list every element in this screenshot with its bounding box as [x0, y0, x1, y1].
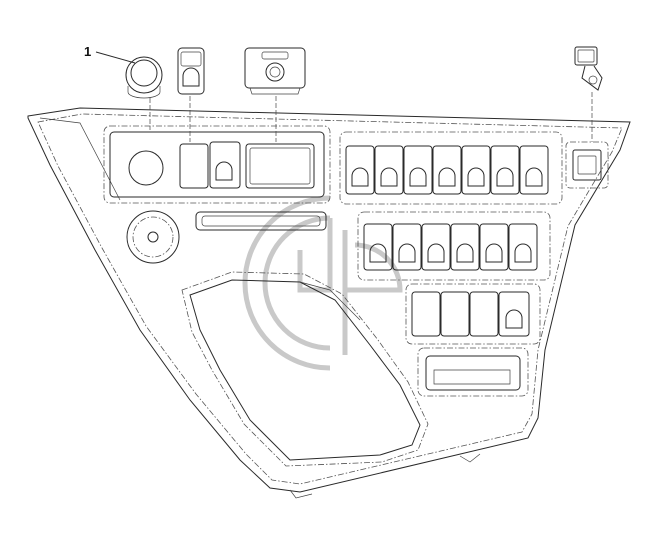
exploded-socket-module: [244, 47, 306, 142]
long-slot: [195, 211, 327, 231]
switch-block-row-2: [357, 211, 551, 281]
main-panel-outline: [27, 107, 631, 499]
switch-block-row-1: [339, 131, 563, 205]
exploded-small-switch: [574, 46, 603, 142]
rotary-knob: [125, 56, 163, 130]
exploded-rocker-switch: [177, 47, 205, 142]
left-switch-module: [103, 125, 331, 204]
callout-1: 1: [84, 44, 136, 64]
lower-slot: [417, 347, 529, 397]
switch-block-row-3: [405, 283, 541, 345]
lower-cutout: [181, 271, 429, 467]
panel-single-switch: [565, 141, 609, 189]
panel-round-knob: [126, 210, 180, 264]
callout-number-1: 1: [84, 44, 91, 59]
